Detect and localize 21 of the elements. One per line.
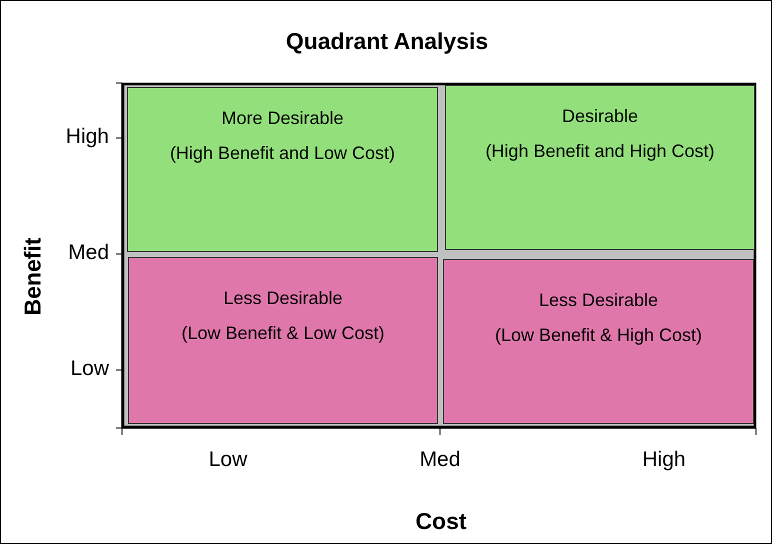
chart-title: Quadrant Analysis bbox=[284, 28, 490, 55]
y-tick-label: Low bbox=[70, 357, 109, 381]
quadrant-box bbox=[443, 259, 754, 424]
axis-title: Benefit bbox=[20, 236, 46, 318]
quadrant-heading: Less Desirable bbox=[538, 290, 660, 311]
quadrant-heading: Desirable bbox=[560, 106, 640, 127]
quadrant-description: (Low Benefit & High Cost) bbox=[494, 325, 704, 346]
x-tick-label: Med bbox=[418, 448, 462, 472]
quadrant-box bbox=[127, 87, 438, 252]
quadrant-box bbox=[128, 257, 438, 424]
quadrant-description: (Low Benefit & Low Cost) bbox=[180, 323, 386, 344]
x-tick-label: High bbox=[641, 448, 687, 472]
quadrant-heading: Less Desirable bbox=[222, 288, 344, 309]
x-tick-label: Low bbox=[208, 448, 248, 472]
quadrant-heading: More Desirable bbox=[220, 108, 345, 129]
quadrant-description: (High Benefit and Low Cost) bbox=[168, 143, 396, 164]
y-tick-label: Med bbox=[68, 241, 109, 265]
quadrant-description: (High Benefit and High Cost) bbox=[484, 141, 716, 162]
axis-title: Cost bbox=[414, 508, 468, 535]
quadrant-box bbox=[445, 85, 755, 250]
y-tick-label: High bbox=[66, 125, 109, 149]
